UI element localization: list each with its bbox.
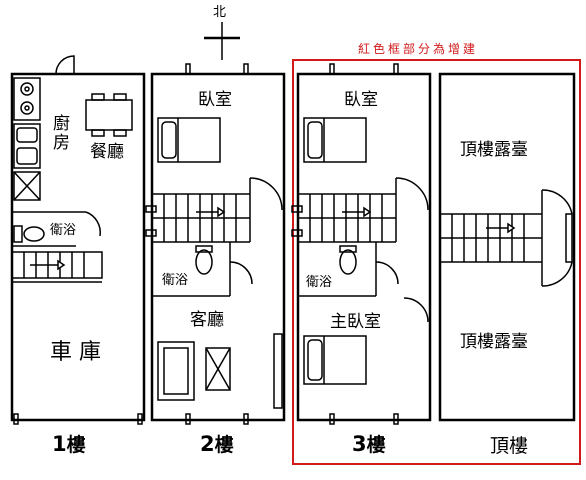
floor3-bedroom-label: 臥室 — [344, 90, 378, 110]
addition-frame — [292, 59, 581, 465]
floor-1-number: 1 — [52, 432, 67, 456]
floor-2-title: 2樓 — [200, 430, 234, 457]
floor-1-unit: 樓 — [66, 434, 86, 456]
compass-icon — [204, 22, 240, 60]
floor-1-title: 1樓 — [52, 430, 86, 457]
roof-terrace-top-label: 頂樓露臺 — [460, 140, 528, 160]
dining-label: 餐廳 — [90, 142, 124, 162]
floor-1-plan — [10, 55, 146, 425]
floor2-bedroom-label: 臥室 — [198, 90, 232, 110]
floor-3-plan — [291, 63, 432, 425]
roof-title: 頂樓 — [490, 435, 529, 457]
floor2-bath-label: 衛浴 — [162, 273, 189, 288]
floor1-bath-label: 衛浴 — [50, 223, 77, 238]
floor3-bath-label: 衛浴 — [306, 275, 333, 290]
living-room-label: 客廳 — [190, 310, 224, 330]
garage-label: 車 庫 — [50, 340, 101, 365]
floor-2-plan — [145, 63, 286, 425]
floor-2-number: 2 — [200, 432, 215, 456]
master-bedroom-label: 主臥室 — [330, 312, 381, 332]
roof-plan — [438, 72, 576, 422]
floor-3-number: 3 — [352, 432, 367, 456]
floor-3-title: 3樓 — [352, 430, 386, 457]
kitchen-label: 廚房 — [49, 114, 69, 152]
compass-north-label: 北 — [213, 5, 227, 20]
floor-2-unit: 樓 — [214, 434, 234, 456]
roof-terrace-bottom-label: 頂樓露臺 — [460, 332, 528, 352]
floor-3-unit: 樓 — [366, 434, 386, 456]
addition-note: 紅色框部分為增建 — [358, 42, 479, 56]
